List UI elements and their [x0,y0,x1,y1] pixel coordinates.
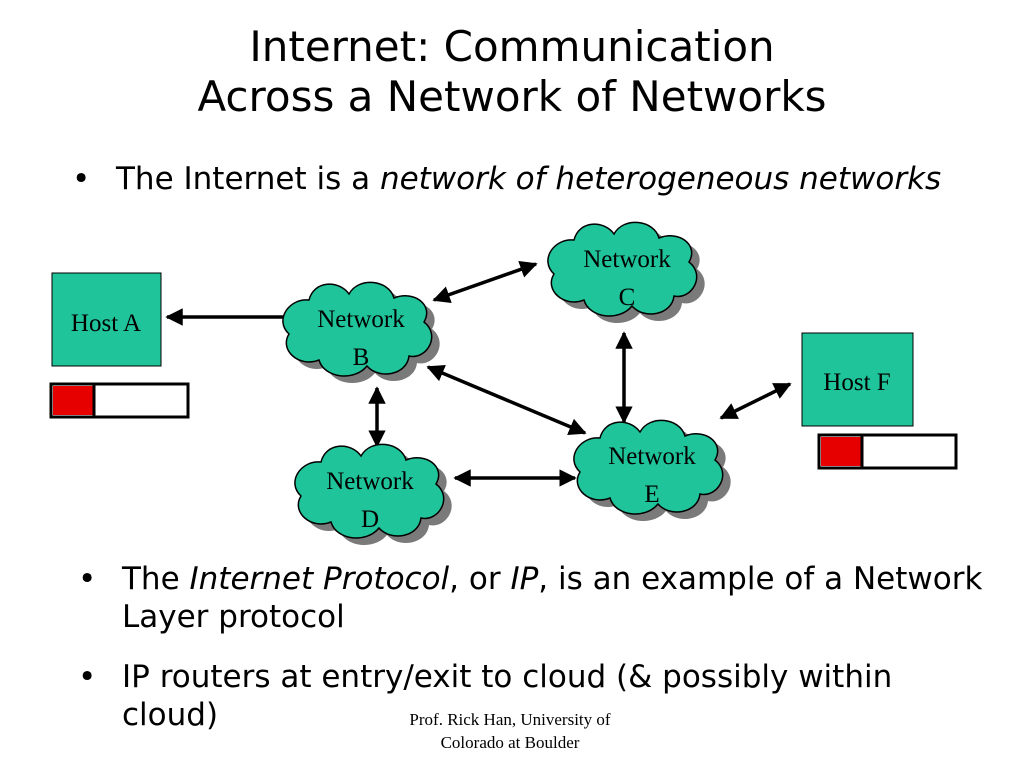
network-b-cloud: Network B [282,281,440,384]
network-d-cloud: Network D [294,443,452,546]
network-d-label-2: D [361,506,379,533]
footer-line-1: Prof. Rick Han, University of [409,710,611,729]
bullet-3: • IP routers at entry/exit to cloud (& p… [78,658,982,734]
network-c-label-2: C [619,284,636,311]
network-b-label-2: B [353,344,370,371]
bullet-2-text-c: , is an example of a Network Layer proto… [122,561,983,635]
link-network-e-host-f [719,382,792,420]
bullet-dot: • [78,659,97,695]
network-e-label-1: Network [608,443,696,470]
bullet-2-text-a: The [122,561,190,597]
host-f-label: Host F [823,369,890,396]
bullet-2-emphasis-a: Internet Protocol [189,561,450,597]
host-a-packet [49,382,190,419]
link-network-b-network-e [426,365,587,435]
bullet-2: • The Internet Protocol, or IP, is an ex… [78,560,1002,636]
bullet-1-emphasis: network of heterogeneous networks [379,161,942,197]
network-e-cloud: Network E [573,419,731,522]
bullet-1: • The Internet is a network of heterogen… [72,160,996,198]
host-a: Host A [51,272,162,367]
network-b-label-1: Network [317,306,405,333]
network-d-label-1: Network [326,468,414,495]
host-f: Host F [801,332,914,427]
footer-credit: Prof. Rick Han, University of Colorado a… [370,708,650,754]
host-a-label: Host A [71,310,141,337]
bullet-1-text: The Internet is a [116,161,380,197]
bullet-2-text-b: , or [449,561,511,597]
host-f-packet [817,433,958,470]
title-line-2: Across a Network of Networks [197,72,827,121]
slide-title: Internet: Communication Across a Network… [0,22,1024,122]
bullet-dot: • [78,561,97,597]
bullet-dot: • [72,161,91,197]
title-line-1: Internet: Communication [249,22,775,71]
footer-line-2: Colorado at Boulder [440,733,580,752]
network-e-label-2: E [644,481,659,508]
links [165,260,792,487]
network-c-cloud: Network C [547,221,705,324]
bullet-3-text: IP routers at entry/exit to cloud (& pos… [122,659,893,733]
network-c-label-1: Network [583,246,671,273]
bullet-2-emphasis-b: IP [510,561,539,597]
link-network-b-network-c [432,260,538,304]
